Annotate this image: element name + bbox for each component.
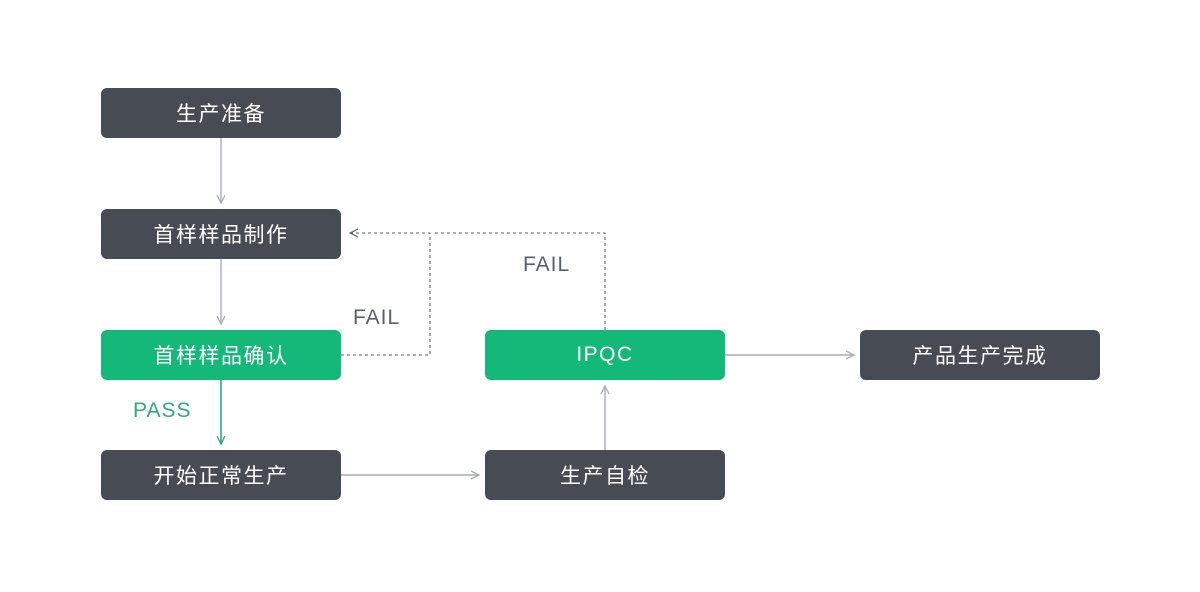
node-label: 首样样品确认: [153, 345, 289, 368]
node-label: 首样样品制作: [153, 224, 289, 247]
edge-label-pass: PASS: [133, 399, 192, 422]
node-ipqc[interactable]: IPQC: [485, 330, 725, 380]
edge-confirm-fail-to-sample: [341, 228, 431, 356]
node-product-production-complete[interactable]: 产品生产完成: [860, 330, 1100, 380]
node-label: 开始正常生产: [153, 465, 289, 488]
node-production-self-check[interactable]: 生产自检: [485, 450, 725, 500]
node-first-sample-making[interactable]: 首样样品制作: [101, 209, 341, 259]
node-start-normal-production[interactable]: 开始正常生产: [101, 450, 341, 500]
node-label: IPQC: [576, 343, 634, 366]
node-label: 生产自检: [560, 465, 650, 488]
node-label: 生产准备: [176, 103, 266, 126]
edge-label-fail-ipqc: FAIL: [523, 253, 571, 276]
edge-ipqc-fail-to-sample: [434, 232, 606, 330]
node-production-preparation[interactable]: 生产准备: [101, 88, 341, 138]
node-first-sample-confirm[interactable]: 首样样品确认: [101, 330, 341, 380]
edge-label-fail-confirm: FAIL: [353, 306, 401, 329]
node-label: 产品生产完成: [912, 345, 1048, 368]
